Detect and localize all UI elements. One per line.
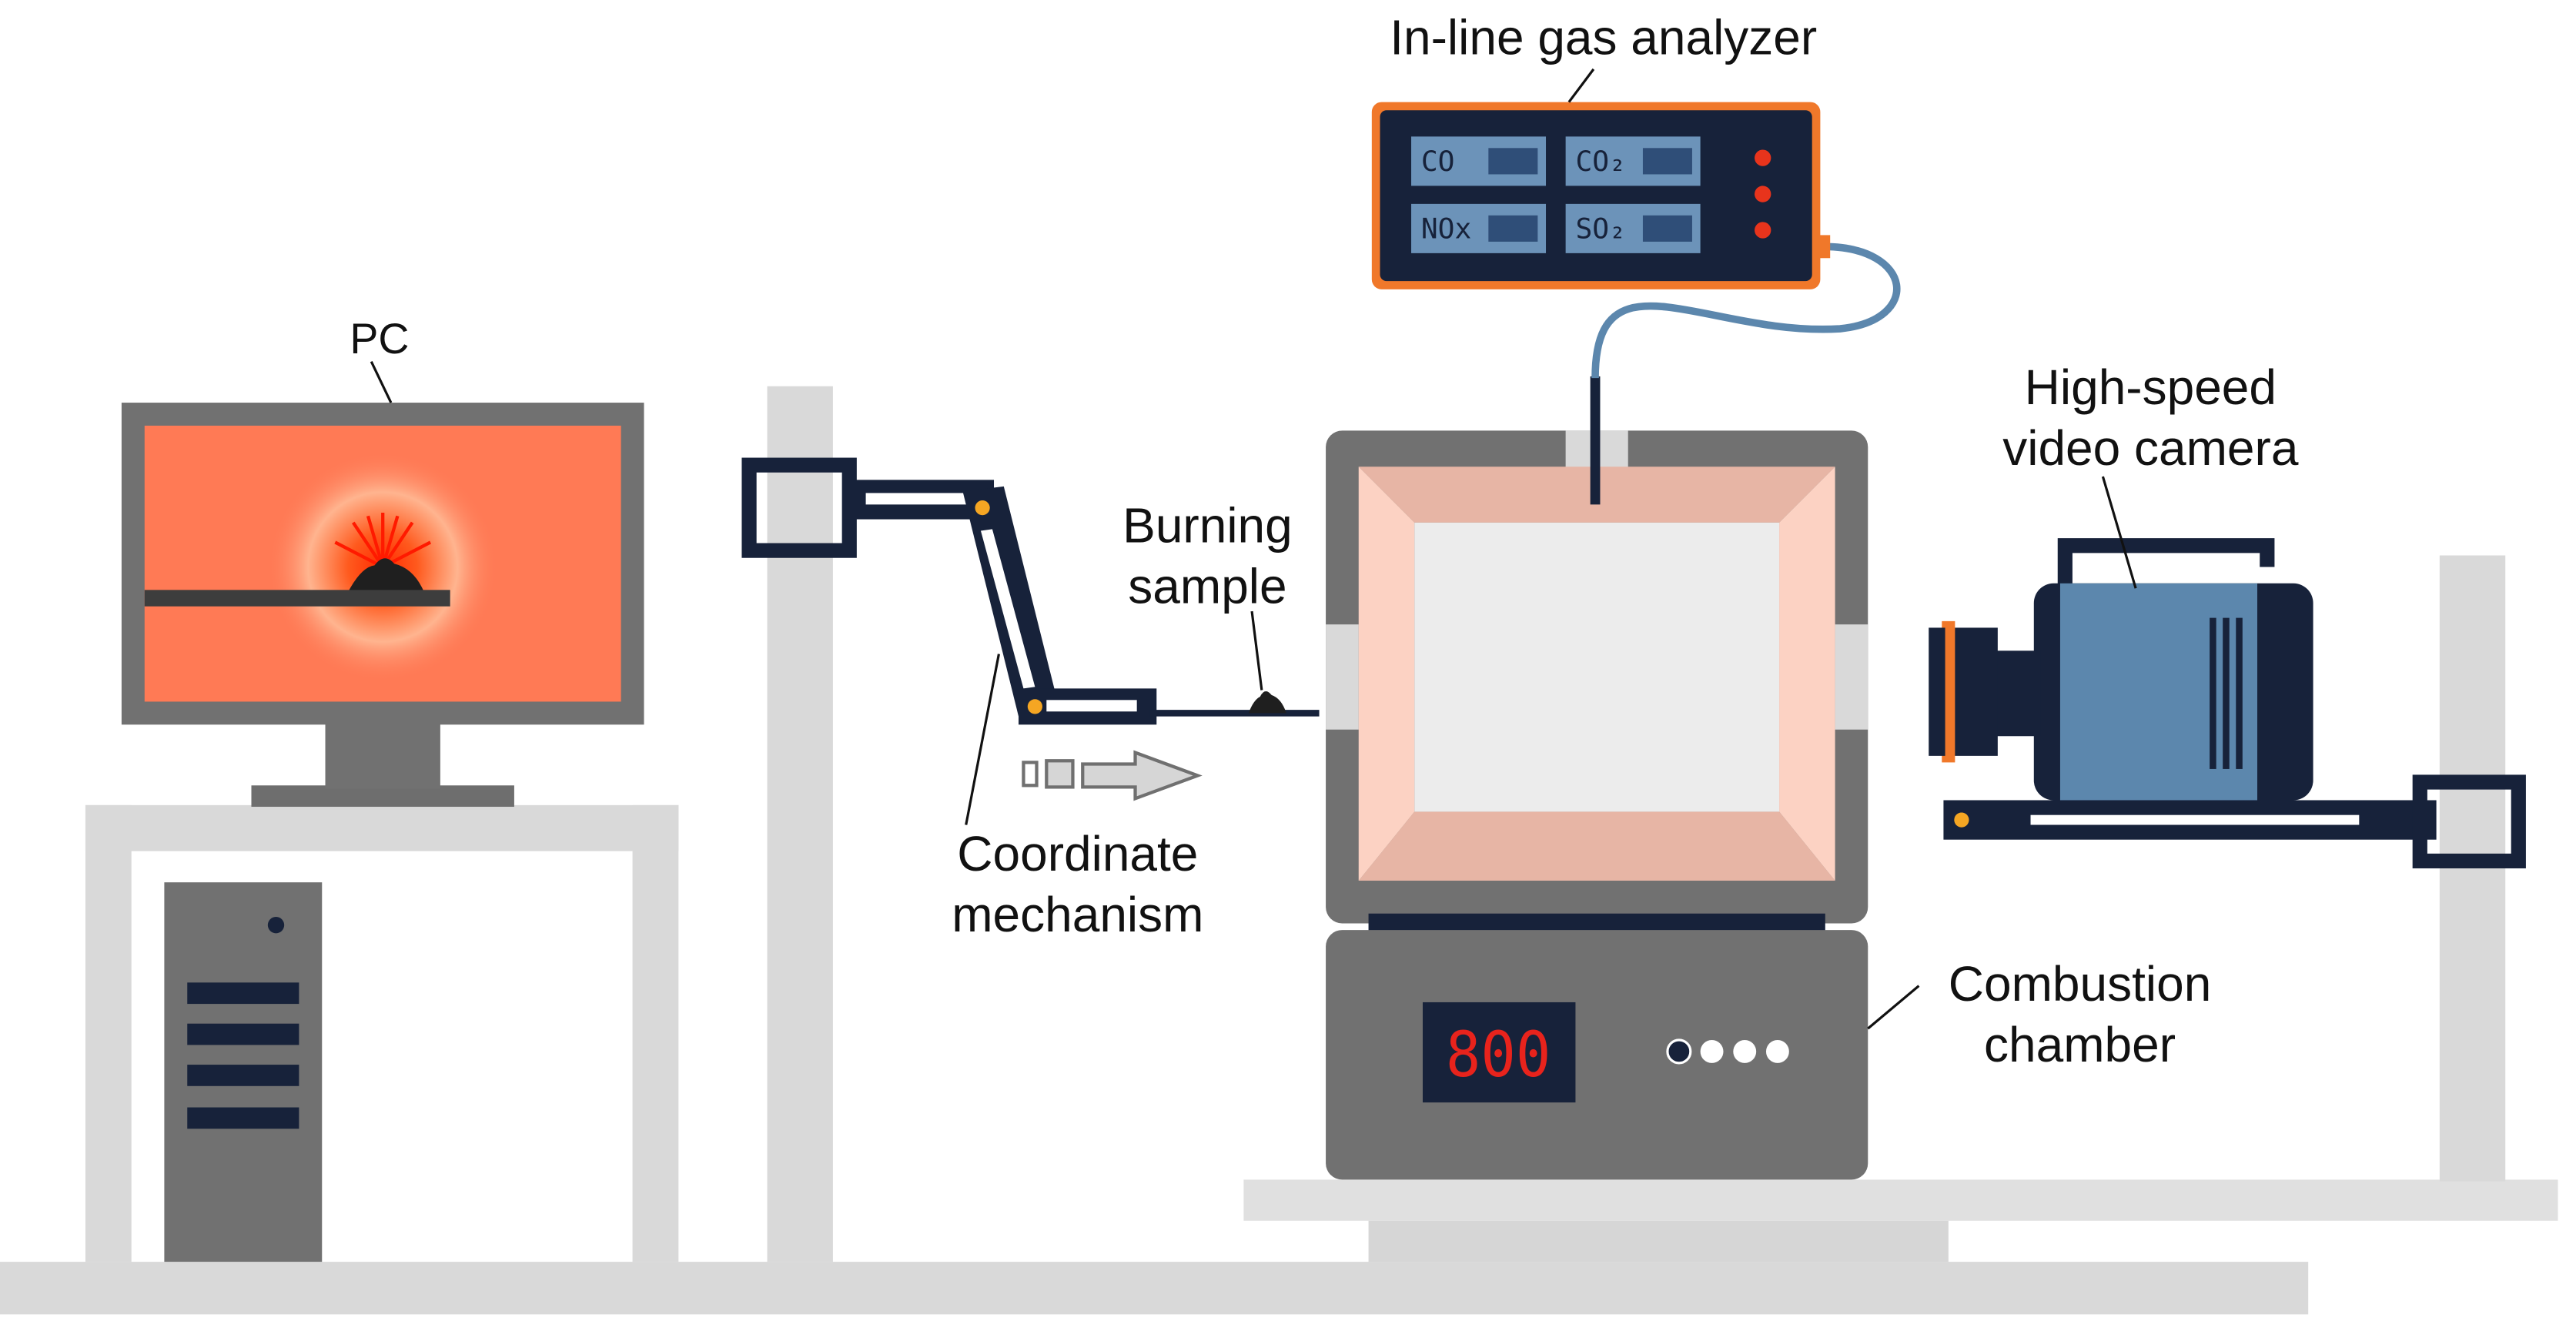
temperature-readout: 800 [1446,1019,1551,1092]
camera-handle [2057,538,2275,600]
joint-icon [975,500,990,516]
coordinate-mechanism [741,457,1320,801]
channel-co2: CO₂ [1565,136,1701,186]
screen-sample-icon [348,558,424,592]
high-speed-camera [1929,538,2313,801]
channel-label: CO [1421,145,1455,178]
left-stand-pole [767,386,833,1262]
burning-sample-icon [1248,691,1286,714]
slider-clamp [2412,774,2526,869]
label-burning-sample-2: sample [1128,558,1286,614]
right-bench-base [1368,1220,1949,1262]
channel-co: CO [1411,136,1547,186]
sample-rod [1149,710,1320,717]
channel-nox: NOx [1411,203,1547,253]
channel-label: NOx [1421,212,1472,246]
left-port [1326,624,1359,730]
channel-label: SO₂ [1575,212,1626,246]
right-port [1835,624,1868,730]
pc-tower [164,882,323,1262]
analyzer-port [1817,235,1831,259]
joint-icon [1027,699,1042,714]
camera-lens [1994,650,2041,737]
pc-desk [85,804,679,1262]
channel-label: CO₂ [1575,145,1626,178]
indicator-light-icon [1755,149,1771,166]
gas-analyzer: CO CO₂ NOx SO₂ [1371,102,1831,289]
floor-bench [0,1262,2309,1315]
label-coordinate-1: Coordinate [957,826,1198,881]
screen-holder-rod [144,590,450,607]
leader-lines [370,68,2137,1030]
pc-monitor [121,403,644,808]
label-chamber-1: Combustion [1949,956,2211,1012]
gas-tube [1591,242,1901,379]
control-knob-icon [1700,1040,1724,1063]
control-knob-icon [1765,1040,1789,1063]
furnace-control-box [1326,930,1868,1180]
temperature-display [1422,1002,1576,1103]
gas-probe [1590,376,1601,505]
right-bench-top [1243,1179,2558,1221]
label-camera-1: High-speed [2025,360,2277,415]
label-pc: PC [350,315,409,363]
indicator-light-icon [1755,186,1771,202]
label-chamber-2: chamber [1984,1017,2176,1072]
control-knob-icon [1733,1040,1757,1063]
furnace-interior [1414,522,1780,812]
label-gas-analyzer: In-line gas analyzer [1390,10,1817,65]
motion-arrow-icon [1081,750,1203,801]
power-button-icon [267,916,285,934]
control-knob-icon [1666,1038,1692,1065]
indicator-light-icon [1755,222,1771,239]
label-camera-2: video camera [2002,420,2299,476]
camera-slider [1943,774,2526,869]
label-burning-sample-1: Burning [1122,497,1293,553]
channel-so2: SO₂ [1565,203,1701,253]
joint-icon [1954,812,1969,828]
combustion-chamber: 800 [1326,430,1868,1180]
label-coordinate-2: mechanism [952,887,1203,942]
